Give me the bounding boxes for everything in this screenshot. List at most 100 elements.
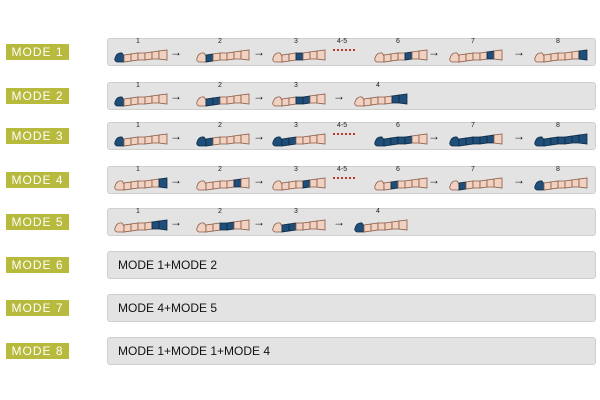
mode-combination-text: MODE 1+MODE 2	[118, 252, 217, 278]
leg-segment-calf2	[398, 181, 405, 188]
leg-segment-calf2	[220, 181, 227, 188]
leg-segment-thigh1	[487, 135, 494, 143]
step-number: 4-5	[337, 122, 347, 129]
leg-segment-knee	[565, 136, 572, 144]
leg-icon	[448, 44, 504, 66]
leg-segment-calf2	[138, 97, 145, 104]
leg-segment-ankle	[544, 54, 551, 62]
leg-segment-thigh2	[579, 178, 587, 188]
leg-segment-thigh1	[572, 135, 579, 143]
leg-segment-thigh1	[412, 51, 419, 59]
leg-segment-thigh2	[159, 220, 167, 230]
leg-segment-thigh2	[494, 134, 502, 144]
leg-segment-knee	[385, 96, 392, 104]
leg-segment-thigh2	[494, 50, 502, 60]
compression-step: 1	[113, 209, 173, 235]
leg-segment-calf1	[131, 137, 138, 145]
leg-segment-calf1	[371, 223, 378, 231]
leg-segment-calf1	[289, 97, 296, 105]
leg-segment-thigh1	[310, 51, 317, 59]
compression-step: 4	[353, 83, 413, 109]
compression-step: 3	[271, 39, 331, 65]
leg-segment-ankle	[124, 138, 131, 146]
mode-sequence-panel: MODE 1+MODE 1+MODE 4	[107, 337, 596, 365]
leg-icon	[373, 128, 429, 150]
leg-segment-calf1	[391, 137, 398, 145]
leg-segment-thigh1	[152, 95, 159, 103]
compression-step: 3	[271, 83, 331, 109]
arrow-right-icon: →	[170, 215, 182, 229]
arrow-right-icon: →	[333, 215, 345, 229]
leg-segment-foot	[197, 223, 206, 232]
leg-segment-ankle	[364, 224, 371, 232]
leg-segment-calf2	[378, 223, 385, 230]
leg-segment-foot	[375, 137, 384, 146]
leg-segment-calf1	[213, 181, 220, 189]
leg-segment-ankle	[282, 138, 289, 146]
leg-segment-calf2	[398, 53, 405, 60]
mode-sequence-panel: MODE 4+MODE 5	[107, 294, 596, 322]
leg-segment-ankle	[544, 138, 551, 146]
leg-segment-thigh1	[310, 95, 317, 103]
leg-segment-foot	[115, 181, 124, 190]
leg-segment-knee	[227, 180, 234, 188]
mode-sequence-panel: 1234-5678→→→→	[107, 122, 596, 150]
leg-icon	[195, 128, 251, 150]
leg-segment-ankle	[459, 138, 466, 146]
leg-segment-foot	[115, 223, 124, 232]
compression-step: 2	[195, 39, 255, 65]
leg-segment-calf2	[398, 137, 405, 144]
arrow-right-icon: →	[333, 89, 345, 103]
leg-segment-ankle	[282, 224, 289, 232]
leg-segment-knee	[303, 96, 310, 104]
leg-segment-foot	[197, 53, 206, 62]
leg-segment-ankle	[459, 54, 466, 62]
leg-segment-thigh1	[310, 135, 317, 143]
leg-segment-thigh2	[241, 178, 249, 188]
compression-step: 4	[353, 209, 413, 235]
leg-segment-ankle	[364, 98, 371, 106]
arrow-right-icon: →	[253, 45, 265, 59]
compression-step: 2	[195, 167, 255, 193]
leg-segment-calf2	[473, 181, 480, 188]
leg-segment-foot	[273, 181, 282, 190]
leg-icon	[113, 88, 169, 110]
leg-segment-calf2	[296, 53, 303, 60]
mode-row: MODE 3 1234-5678→→→→	[0, 122, 600, 150]
leg-segment-calf2	[220, 137, 227, 144]
continuation-dots	[333, 177, 355, 179]
leg-segment-foot	[273, 137, 282, 146]
leg-segment-calf1	[213, 137, 220, 145]
leg-segment-calf2	[220, 97, 227, 104]
leg-segment-calf2	[558, 181, 565, 188]
leg-segment-knee	[303, 180, 310, 188]
leg-segment-knee	[145, 136, 152, 144]
compression-step: 2	[195, 209, 255, 235]
leg-icon	[448, 128, 504, 150]
leg-segment-calf1	[213, 97, 220, 105]
mode-combination-text: MODE 1+MODE 1+MODE 4	[118, 338, 270, 364]
leg-segment-thigh1	[572, 51, 579, 59]
compression-step: 1	[113, 83, 173, 109]
compression-step: 3	[271, 167, 331, 193]
leg-segment-foot	[355, 223, 364, 232]
leg-icon	[113, 214, 169, 236]
leg-segment-calf2	[378, 97, 385, 104]
leg-icon	[195, 214, 251, 236]
mode-label: MODE 3	[6, 128, 69, 144]
leg-segment-calf1	[213, 223, 220, 231]
mode-row: MODE 41234-5678→→→→	[0, 166, 600, 194]
leg-segment-calf1	[466, 137, 473, 145]
leg-segment-thigh1	[234, 179, 241, 187]
leg-segment-knee	[145, 52, 152, 60]
leg-segment-foot	[450, 137, 459, 146]
leg-segment-thigh2	[159, 134, 167, 144]
arrow-right-icon: →	[513, 45, 525, 59]
compression-step: 2	[195, 123, 255, 149]
leg-segment-calf1	[391, 53, 398, 61]
leg-segment-knee	[303, 136, 310, 144]
leg-segment-calf1	[391, 181, 398, 189]
leg-segment-thigh2	[159, 178, 167, 188]
